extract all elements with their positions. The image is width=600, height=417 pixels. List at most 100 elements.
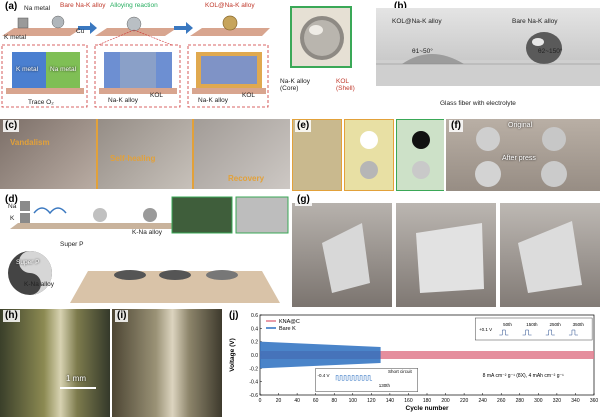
x-tick-label: 120 (367, 398, 376, 404)
panel-f-label: (f) (449, 120, 463, 132)
droplet-photo-3 (396, 119, 444, 191)
kol-alloy-label: KOL@Na-K alloy (205, 2, 255, 9)
inset-cycle-label: 250th (549, 322, 561, 327)
panel-b: (b) Na-K alloy (Core) KOL (Shell) KOL@Na… (272, 0, 600, 118)
panel-e-label: (e) (295, 120, 312, 132)
contact-angle-photo (376, 8, 600, 86)
glass-fiber-label: Glass fiber with electrolyte (440, 100, 516, 107)
inset-cycle-label: 350th (573, 322, 585, 327)
pellets-illustration (475, 127, 567, 187)
recovery-photo (194, 119, 290, 189)
x-tick-label: 260 (497, 398, 506, 404)
x-tick-label: 60 (313, 398, 319, 404)
x-tick-label: 360 (590, 398, 599, 404)
inset-cycle-trace (568, 329, 578, 336)
super-p-label: Super P (60, 241, 84, 248)
core-label: Na-K alloy (Core) (280, 78, 310, 92)
theta2-label: θ2~150° (538, 48, 563, 55)
core-shell-photo (290, 6, 352, 68)
x-tick-label: 300 (534, 398, 543, 404)
inset-left-frame (315, 368, 418, 392)
original-label: Original (508, 122, 533, 129)
scale-bar-label: 1 mm (66, 374, 86, 383)
x-tick-label: 20 (276, 398, 282, 404)
panel-i: (i) (112, 309, 222, 417)
inset-cycle-label: 150th (526, 322, 538, 327)
nak-alloy-label-1: Na-K alloy (108, 97, 138, 104)
shell-label: KOL (Shell) (336, 78, 355, 92)
x-tick-label: 140 (386, 398, 395, 404)
panel-j-label: (j) (227, 310, 241, 322)
panel-h-label: (h) (3, 310, 20, 322)
panel-a-label: (a) (3, 1, 20, 13)
panel-c: (c) Vandalism Self-healing Recovery (0, 119, 290, 191)
trace-o2-label: Trace O₂ (28, 99, 54, 106)
x-tick-label: 220 (460, 398, 469, 404)
theta1-label: θ1~50° (412, 48, 433, 55)
x-axis-label: Cycle number (406, 405, 449, 412)
droplet-photo-2 (344, 119, 394, 191)
x-tick-label: 340 (571, 398, 580, 404)
kol-alloy-photo-label: KOL@Na-K alloy (392, 18, 442, 25)
super-p-yinyang-label: Super P (16, 259, 40, 266)
panel-e: (e) (292, 119, 444, 191)
bare-alloy-label: Bare Na-K alloy (60, 2, 106, 9)
vandalism-label: Vandalism (10, 138, 50, 147)
inset-cycle-trace (522, 329, 532, 336)
short-circuit-cycle-label: 130th (379, 383, 391, 388)
scale-bar (60, 387, 96, 389)
na-cube-label: Na (8, 203, 17, 210)
y-tick-label: -0.6 (249, 393, 258, 399)
na-metal-box-label: Na metal (50, 66, 77, 73)
k-na-alloy-yinyang-label: K-Na alloy (24, 281, 54, 288)
panel-c-label: (c) (3, 120, 20, 132)
kol-label-2: KOL (242, 92, 256, 99)
x-tick-label: 0 (259, 398, 262, 404)
k-cube-label: K (10, 215, 15, 222)
panel-d-illustration (8, 196, 289, 303)
x-tick-label: 240 (478, 398, 487, 404)
k-metal-box-label: K metal (16, 66, 39, 73)
inset-left-voltage: -0.4 V (318, 373, 330, 378)
y-tick-label: -0.2 (249, 366, 258, 372)
y-tick-label: -0.4 (249, 380, 258, 386)
x-tick-label: 40 (294, 398, 300, 404)
x-tick-label: 160 (404, 398, 413, 404)
inset-right-voltage: +0.1 V (479, 327, 492, 332)
inset-cycle-label: 50th (503, 322, 512, 327)
y-tick-label: 0.2 (251, 340, 258, 346)
na-metal-label: Na metal (24, 5, 51, 12)
k-na-alloy-arrow-label: K-Na alloy (132, 229, 162, 236)
x-tick-label: 200 (441, 398, 450, 404)
inset-cycle-trace (499, 329, 509, 336)
inset-left-trace (335, 375, 373, 381)
kol-label-1: KOL (150, 92, 164, 99)
panel-d-label: (d) (3, 194, 20, 206)
x-tick-label: 80 (331, 398, 337, 404)
nak-alloy-label-2: Na-K alloy (198, 97, 228, 104)
cu-label: Cu (76, 28, 85, 35)
x-tick-label: 180 (423, 398, 432, 404)
after-press-label: After press (502, 155, 536, 162)
panel-d: (d) Na K K-Na alloy Super P Super P K-Na… (0, 193, 290, 307)
inset-cycle-trace (545, 329, 555, 336)
inset-right-frame (474, 317, 593, 341)
panel-h: (h) 1 mm (0, 309, 110, 417)
legend-label-1: KNA@C (279, 319, 300, 325)
panel-a-illustration (1, 15, 270, 108)
bare-alloy-photo-label: Bare Na-K alloy (512, 18, 558, 25)
voltage-chart: 0 20 40 60 80 100 120 140 160 180 200 220 240 260 280 3… (229, 313, 599, 412)
panel-j: 0 20 40 60 80 100 120 140 160 180 200 220 240 260 280 3… (224, 309, 600, 417)
series-band-2 (260, 341, 381, 369)
y-tick-label: 0.0 (251, 353, 258, 359)
conditions-label: 8 mA cm⁻² g⁻¹ (8X), 4 mAh cm⁻² g⁻¹ (483, 373, 564, 379)
y-tick-label: 0.4 (251, 326, 258, 332)
y-tick-label: 0.6 (251, 313, 258, 319)
self-healing-photo (98, 119, 194, 189)
alloying-reaction-label: Alloying reaction (110, 2, 158, 9)
y-axis-label: Voltage (V) (229, 338, 236, 371)
x-tick-label: 100 (349, 398, 358, 404)
panel-g-label: (g) (295, 194, 312, 206)
x-tick-label: 280 (516, 398, 525, 404)
x-tick-label: 320 (553, 398, 562, 404)
